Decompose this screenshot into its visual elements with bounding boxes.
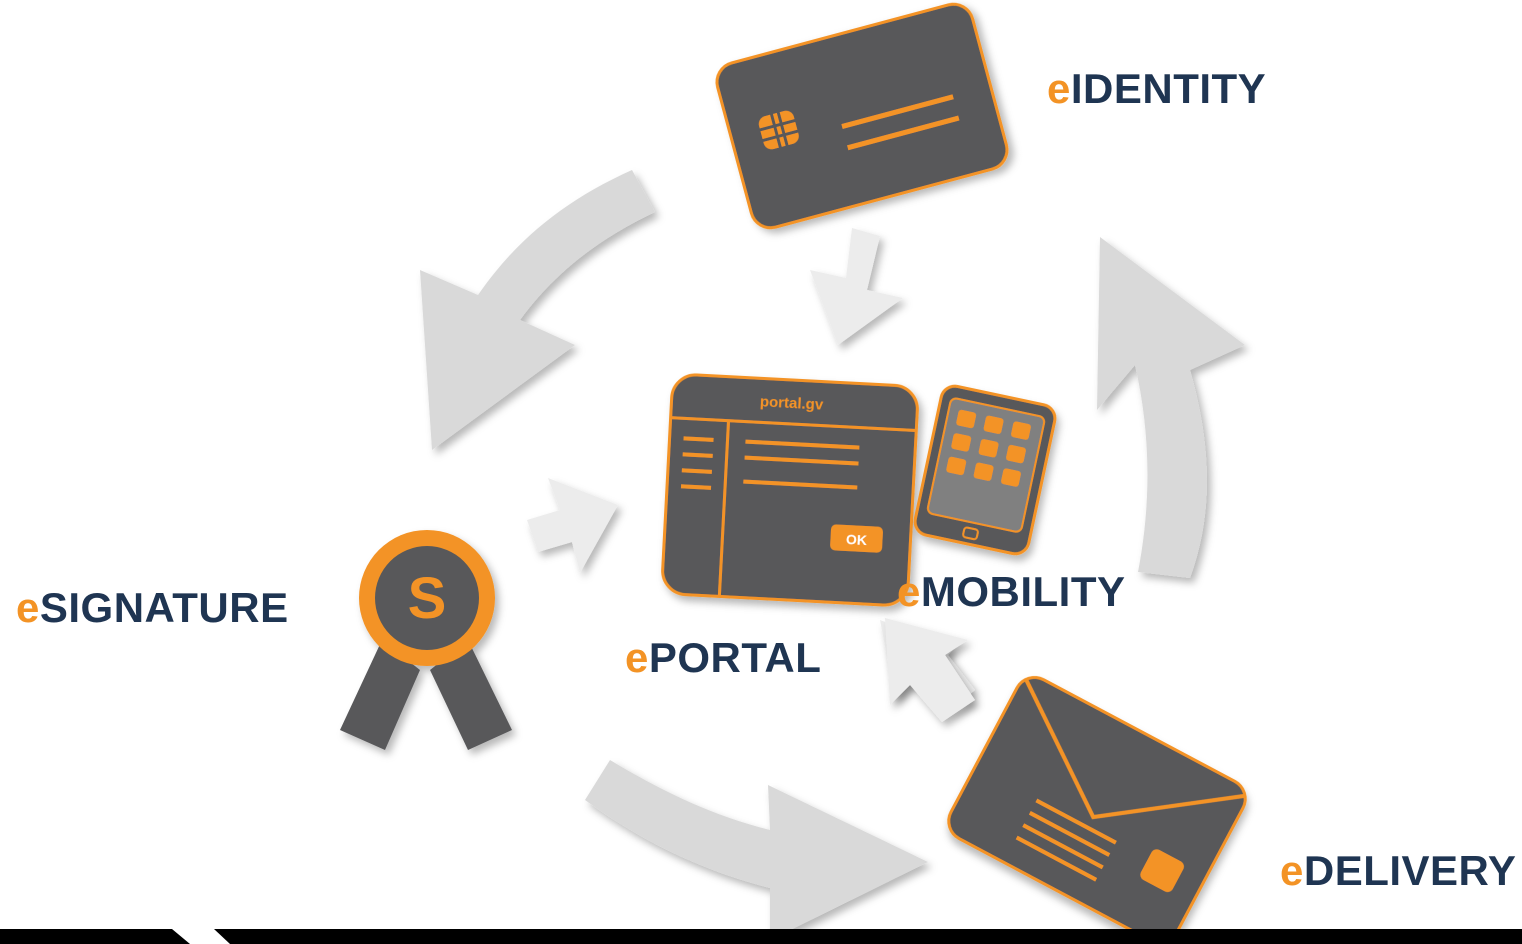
seal-ribbon-right [430, 640, 512, 750]
label-eportal-text: PORTAL [648, 634, 822, 681]
portal-window-icon: portal.gv OK [661, 373, 919, 607]
label-eidentity-prefix: e [1047, 65, 1071, 112]
label-eportal-prefix: e [625, 634, 649, 681]
ok-button [830, 524, 883, 553]
card-line-2 [847, 115, 960, 151]
stamp [1140, 849, 1184, 893]
cycle-arrow-top-left [420, 170, 655, 450]
portal-content-lines [743, 439, 860, 490]
bottom-bar-left [0, 929, 190, 944]
cycle-arrow-right [1097, 237, 1245, 578]
ok-label: OK [846, 531, 868, 548]
label-emobility: eMOBILITY [897, 571, 1126, 613]
bottom-bar [0, 929, 1522, 944]
label-edelivery: eDELIVERY [1280, 850, 1516, 892]
label-eidentity-text: IDENTITY [1070, 65, 1267, 112]
label-esignature-text: SIGNATURE [39, 584, 289, 631]
portal-sidebar-lines [680, 436, 714, 490]
envelope-icon [947, 675, 1247, 944]
inner-arrow-from-signature [527, 478, 618, 573]
app-grid [946, 409, 1031, 487]
seal-letter: S [408, 566, 447, 631]
label-emobility-prefix: e [897, 568, 921, 615]
address-lines [1015, 798, 1117, 882]
bottom-bar-right [214, 929, 1522, 944]
smartphone-icon [913, 384, 1057, 556]
id-card-icon [715, 2, 1009, 230]
cycle-arrow-bottom [585, 760, 928, 940]
inner-arrow-from-delivery-main [885, 618, 975, 722]
label-edelivery-text: DELIVERY [1303, 847, 1517, 894]
card-line-1 [841, 94, 954, 129]
label-esignature-prefix: e [16, 584, 40, 631]
label-edelivery-prefix: e [1280, 847, 1304, 894]
cycle-arrows [420, 170, 1245, 940]
signature-seal-icon: S [340, 530, 512, 750]
seal-ribbon-left [340, 640, 420, 750]
inner-arrow-from-identity [810, 228, 903, 345]
label-esignature: eSIGNATURE [16, 587, 289, 629]
label-emobility-text: MOBILITY [920, 568, 1126, 615]
label-eidentity: eIDENTITY [1047, 68, 1266, 110]
portal-title: portal.gv [759, 393, 824, 413]
label-eportal: ePORTAL [625, 637, 821, 679]
